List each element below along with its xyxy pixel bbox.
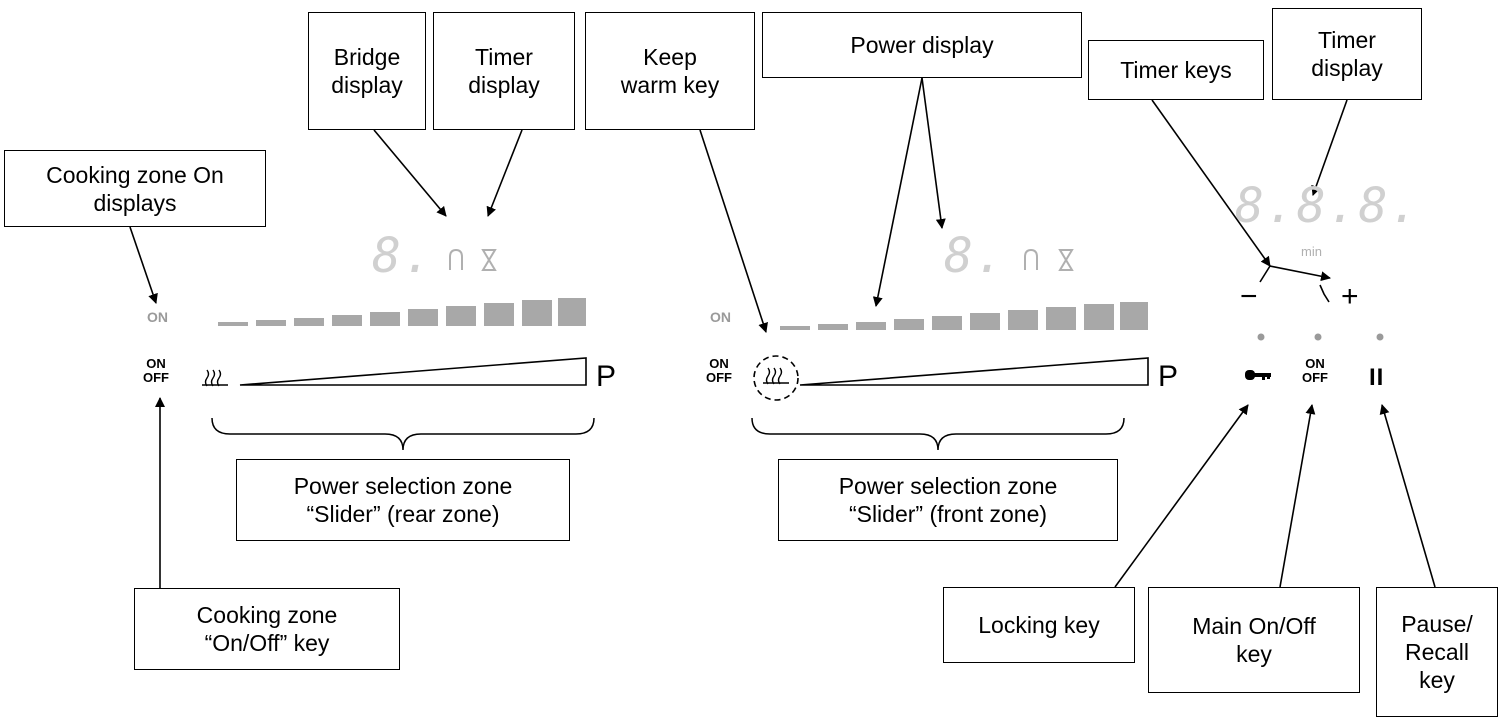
power-display-bars-front [780, 302, 1148, 330]
keep-warm-icon-rear [202, 369, 228, 387]
callout-line: Cooking zone [196, 602, 338, 628]
callout-line: key [1236, 641, 1272, 667]
slider-front[interactable] [799, 357, 1149, 386]
callout-bridge-display: Bridge display [308, 12, 426, 130]
callout-cooking-zone-onoff-key: Cooking zone “On/Off” key [134, 588, 400, 670]
led-locking [1257, 333, 1265, 341]
led-pause [1376, 333, 1384, 341]
onoff-label-on: ON [146, 356, 166, 371]
callout-line: key [1419, 667, 1455, 693]
timer-plus-key[interactable]: + [1341, 280, 1359, 313]
callout-line: display [331, 72, 403, 98]
on-indicator-rear: ON [147, 309, 168, 325]
onoff-label-on: ON [709, 356, 729, 371]
callout-cooking-zone-on-displays: Cooking zone On displays [4, 150, 266, 227]
timer-minus-key[interactable]: − [1240, 280, 1258, 313]
zone-digit-front: 8. [944, 228, 1006, 284]
pause-recall-key[interactable]: II [1369, 364, 1385, 391]
callout-line: Cooking zone On [46, 161, 224, 188]
bridge-icon-rear [449, 248, 463, 270]
hourglass-icon-rear [481, 249, 497, 271]
callout-line: Recall [1405, 639, 1469, 665]
keep-warm-key-highlight[interactable] [753, 355, 799, 401]
callout-line: Bridge [333, 44, 401, 70]
callout-keep-warm-key: Keep warm key [585, 12, 755, 130]
callout-line: “On/Off” key [204, 630, 330, 656]
callout-timer-display-main: Timer display [1272, 8, 1422, 100]
callout-line: displays [93, 189, 177, 216]
callout-line: display [468, 72, 540, 98]
timer-unit: min [1301, 244, 1322, 259]
callout-line: Power selection zone [838, 473, 1058, 499]
brace-front [751, 417, 1125, 451]
bridge-icon-front [1024, 248, 1038, 270]
power-max-label-rear: P [596, 360, 617, 393]
callout-power-selection-rear: Power selection zone “Slider” (rear zone… [236, 459, 570, 541]
callout-line: display [1311, 55, 1383, 81]
callout-line: warm key [620, 72, 720, 98]
callout-line: Main On/Off [1192, 613, 1316, 639]
callout-line: Keep [643, 44, 697, 70]
zone-onoff-key-front[interactable]: ON OFF [706, 357, 732, 385]
slider-rear[interactable] [239, 357, 587, 386]
callout-line: Power display [850, 32, 994, 58]
timer-digits: 8.8.8. [1235, 178, 1421, 234]
onoff-label-off: OFF [1302, 370, 1328, 385]
brace-rear [211, 417, 595, 451]
callout-line: “Slider” (rear zone) [306, 501, 500, 527]
power-max-label-front: P [1158, 360, 1179, 393]
main-onoff-key[interactable]: ON OFF [1302, 357, 1328, 385]
led-main-onoff [1314, 333, 1322, 341]
leader-lines [129, 77, 1436, 588]
onoff-label-on: ON [1305, 356, 1325, 371]
clock-icon [1319, 284, 1330, 303]
callout-locking-key: Locking key [943, 587, 1135, 663]
callout-line: Power selection zone [293, 473, 513, 499]
callout-power-display: Power display [762, 12, 1082, 78]
callout-main-onoff-key: Main On/Off key [1148, 587, 1360, 693]
callout-line: Timer keys [1120, 57, 1232, 83]
power-display-bars-rear [218, 298, 586, 326]
key-icon[interactable] [1245, 370, 1271, 380]
callout-line: Pause/ [1401, 611, 1473, 637]
keep-warm-icon-front [763, 367, 789, 385]
onoff-label-off: OFF [706, 370, 732, 385]
zone-onoff-key-rear[interactable]: ON OFF [143, 357, 169, 385]
callout-timer-display-zone: Timer display [433, 12, 575, 130]
callout-power-selection-front: Power selection zone “Slider” (front zon… [778, 459, 1118, 541]
zone-digit-rear: 8. [372, 228, 434, 284]
callout-line: Timer [1318, 27, 1376, 53]
on-indicator-front: ON [710, 309, 731, 325]
callout-line: Locking key [978, 612, 1100, 638]
callout-line: “Slider” (front zone) [848, 501, 1048, 527]
callout-pause-recall-key: Pause/ Recall key [1376, 587, 1498, 717]
callout-line: Timer [475, 44, 533, 70]
onoff-label-off: OFF [143, 370, 169, 385]
hourglass-icon-front [1058, 249, 1074, 271]
callout-timer-keys: Timer keys [1088, 40, 1264, 100]
